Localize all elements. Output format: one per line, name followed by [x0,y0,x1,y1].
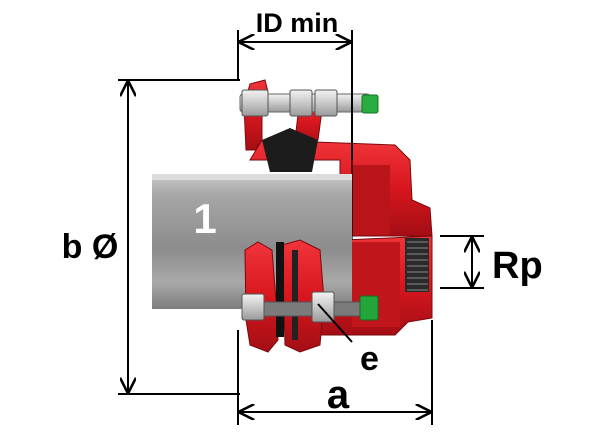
rp-label: Rp [492,245,543,287]
e-label: e [360,340,379,378]
dimension-lines [118,30,484,425]
b-diameter-label: b Ø [62,228,119,266]
green-cap-lower [359,295,379,321]
thread-section [405,238,429,292]
part-1-label: 1 [193,195,216,242]
upper-bolt [239,89,379,117]
e-leader [317,303,353,343]
a-label: a [327,373,350,417]
seal-ring [262,128,318,172]
id-min-label: ID min [256,8,339,38]
green-cap-upper [361,94,379,114]
